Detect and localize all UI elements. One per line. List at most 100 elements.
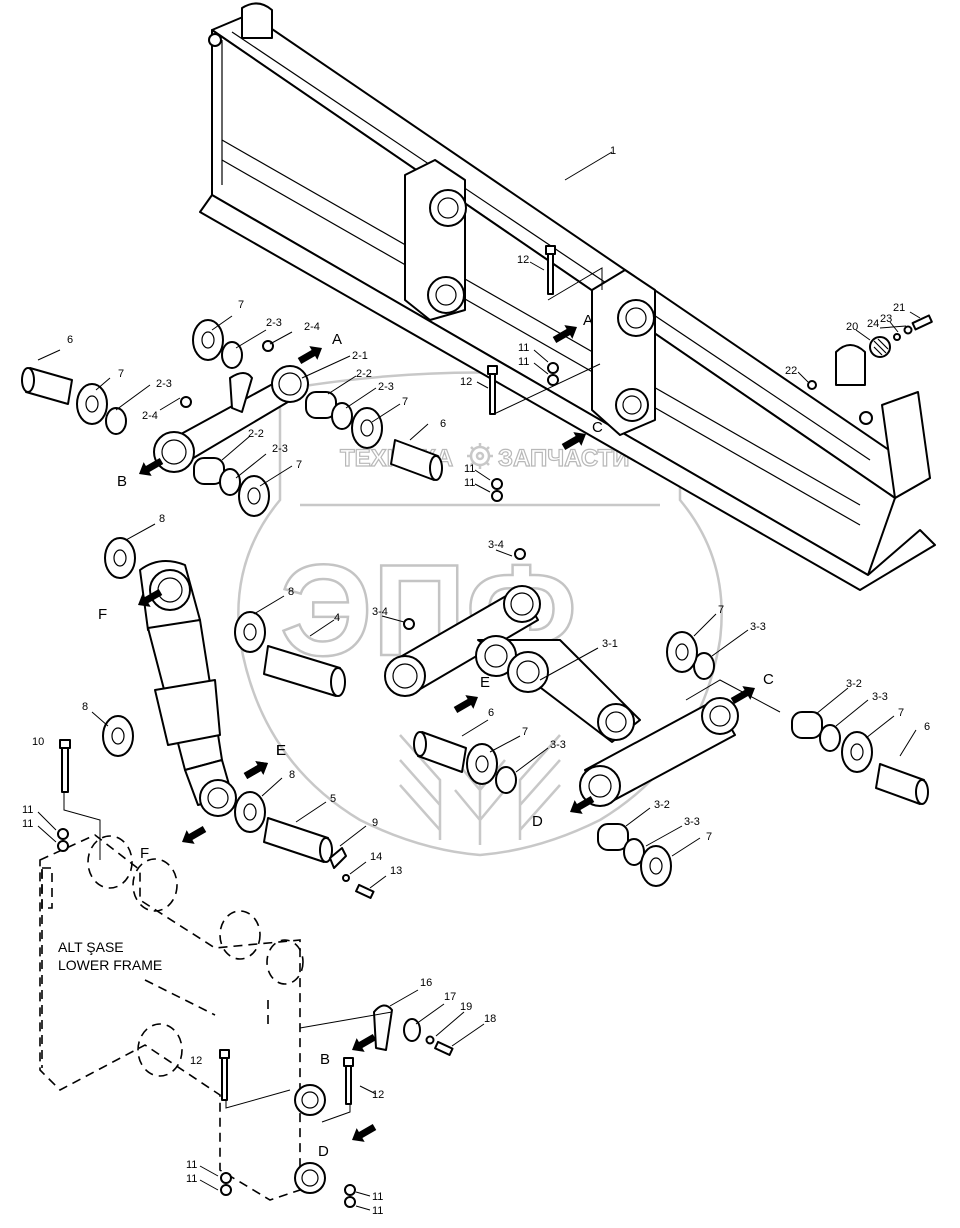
callout-12: 12 bbox=[372, 1089, 384, 1101]
callout-12: 12 bbox=[517, 254, 529, 266]
callout-11: 11 bbox=[518, 356, 529, 368]
direction-arrow-a: A bbox=[297, 331, 342, 365]
arrow-label: D bbox=[318, 1143, 329, 1160]
callout-2-1: 2-1 bbox=[352, 350, 368, 362]
callout-2-4: 2-4 bbox=[304, 321, 320, 333]
nut-11 bbox=[57, 828, 356, 1208]
callout-3-3: 3-3 bbox=[684, 816, 700, 828]
callout-11: 11 bbox=[186, 1159, 197, 1171]
lower-frame-pin-boss bbox=[294, 1084, 326, 1194]
callout-21: 21 bbox=[893, 302, 905, 314]
arrow-icon bbox=[182, 825, 207, 844]
callout-7: 7 bbox=[522, 726, 528, 738]
callout-3-3: 3-3 bbox=[872, 691, 888, 703]
arrow-label: D bbox=[532, 813, 543, 830]
pin-5 bbox=[263, 817, 333, 863]
callout-9: 9 bbox=[372, 817, 378, 829]
callout-7: 7 bbox=[402, 396, 408, 408]
callout-7: 7 bbox=[238, 299, 244, 311]
arrow-label: B bbox=[117, 473, 127, 490]
callout-7: 7 bbox=[706, 831, 712, 843]
direction-arrow-f: F bbox=[98, 588, 163, 623]
washer-7 bbox=[466, 631, 873, 887]
push-arm-assembly bbox=[21, 319, 443, 517]
callout-24: 24 bbox=[867, 318, 879, 330]
callout-4: 4 bbox=[334, 612, 340, 624]
reflector-assembly bbox=[807, 314, 933, 390]
blade-pin-boss bbox=[427, 189, 655, 422]
direction-arrow-c: C bbox=[561, 419, 603, 451]
callout-18: 18 bbox=[484, 1013, 496, 1025]
callout-3-2: 3-2 bbox=[846, 678, 862, 690]
callout-3-4: 3-4 bbox=[372, 606, 388, 618]
bolt-12-upper bbox=[545, 245, 556, 295]
direction-arrow-a: A bbox=[552, 312, 593, 344]
arrow-icon bbox=[352, 1123, 377, 1142]
callout-19: 19 bbox=[460, 1001, 472, 1013]
callout-8: 8 bbox=[159, 513, 165, 525]
callout-2-3: 2-3 bbox=[266, 317, 282, 329]
arrow-label: C bbox=[763, 671, 774, 688]
callout-2-2: 2-2 bbox=[248, 428, 264, 440]
bushing-2-2 bbox=[193, 391, 337, 485]
arrow-label: F bbox=[98, 606, 107, 623]
arrow-label: E bbox=[480, 674, 490, 691]
pin-6 bbox=[21, 367, 443, 481]
callout-6: 6 bbox=[67, 334, 73, 346]
callout-7: 7 bbox=[898, 707, 904, 719]
callout-8: 8 bbox=[288, 586, 294, 598]
arrow-icon bbox=[139, 457, 164, 476]
arrow-icon bbox=[561, 432, 586, 451]
callout-13: 13 bbox=[390, 865, 402, 877]
gear-icon bbox=[467, 443, 493, 469]
bushing-3-2 bbox=[597, 711, 823, 851]
callout-16: 16 bbox=[420, 977, 432, 989]
callout-23: 23 bbox=[880, 313, 892, 325]
arrow-icon bbox=[352, 1033, 377, 1052]
callout-7: 7 bbox=[296, 459, 302, 471]
callout-14: 14 bbox=[370, 851, 382, 863]
callout-1: 1 bbox=[610, 145, 616, 157]
arrow-label: F bbox=[140, 845, 149, 862]
lock-plate-9 bbox=[329, 847, 375, 900]
callout-11: 11 bbox=[372, 1205, 383, 1217]
callout-2-3: 2-3 bbox=[156, 378, 172, 390]
direction-arrow-c: C bbox=[730, 671, 774, 705]
seal-2-3 bbox=[105, 341, 353, 496]
callout-3-4: 3-4 bbox=[488, 539, 504, 551]
lower-frame: ALT ŞASE LOWER FRAME bbox=[39, 834, 326, 1201]
frame-label-line1: ALT ŞASE bbox=[58, 939, 124, 955]
direction-arrow-e: E bbox=[453, 674, 490, 714]
callout-10: 10 bbox=[32, 736, 44, 748]
arrow-icon bbox=[730, 686, 755, 705]
callout-11: 11 bbox=[22, 818, 33, 830]
callout-12: 12 bbox=[460, 376, 472, 388]
frame-label-line2: LOWER FRAME bbox=[58, 957, 162, 973]
arrow-label: E bbox=[276, 742, 286, 759]
callout-3-3: 3-3 bbox=[550, 739, 566, 751]
callout-5: 5 bbox=[330, 793, 336, 805]
direction-arrow-b: B bbox=[117, 457, 164, 490]
arrow-icon bbox=[552, 325, 577, 344]
arrow-label: C bbox=[592, 419, 603, 436]
arrow-label: A bbox=[332, 331, 342, 348]
arrow-label: B bbox=[320, 1051, 330, 1068]
callout-3-3: 3-3 bbox=[750, 621, 766, 633]
callout-6: 6 bbox=[924, 721, 930, 733]
arrow-icon bbox=[138, 588, 163, 607]
callout-11: 11 bbox=[186, 1173, 197, 1185]
callout-12: 12 bbox=[190, 1055, 202, 1067]
callout-6: 6 bbox=[488, 707, 494, 719]
callout-7: 7 bbox=[718, 604, 724, 616]
callout-2-3: 2-3 bbox=[378, 381, 394, 393]
bolt-10 bbox=[59, 739, 71, 793]
callout-17: 17 bbox=[444, 991, 456, 1003]
seal-3-3 bbox=[495, 652, 841, 866]
arrow-icon bbox=[453, 695, 478, 714]
callout-6: 6 bbox=[440, 418, 446, 430]
callout-3-2: 3-2 bbox=[654, 799, 670, 811]
callout-8: 8 bbox=[82, 701, 88, 713]
arrow-icon bbox=[297, 346, 322, 365]
